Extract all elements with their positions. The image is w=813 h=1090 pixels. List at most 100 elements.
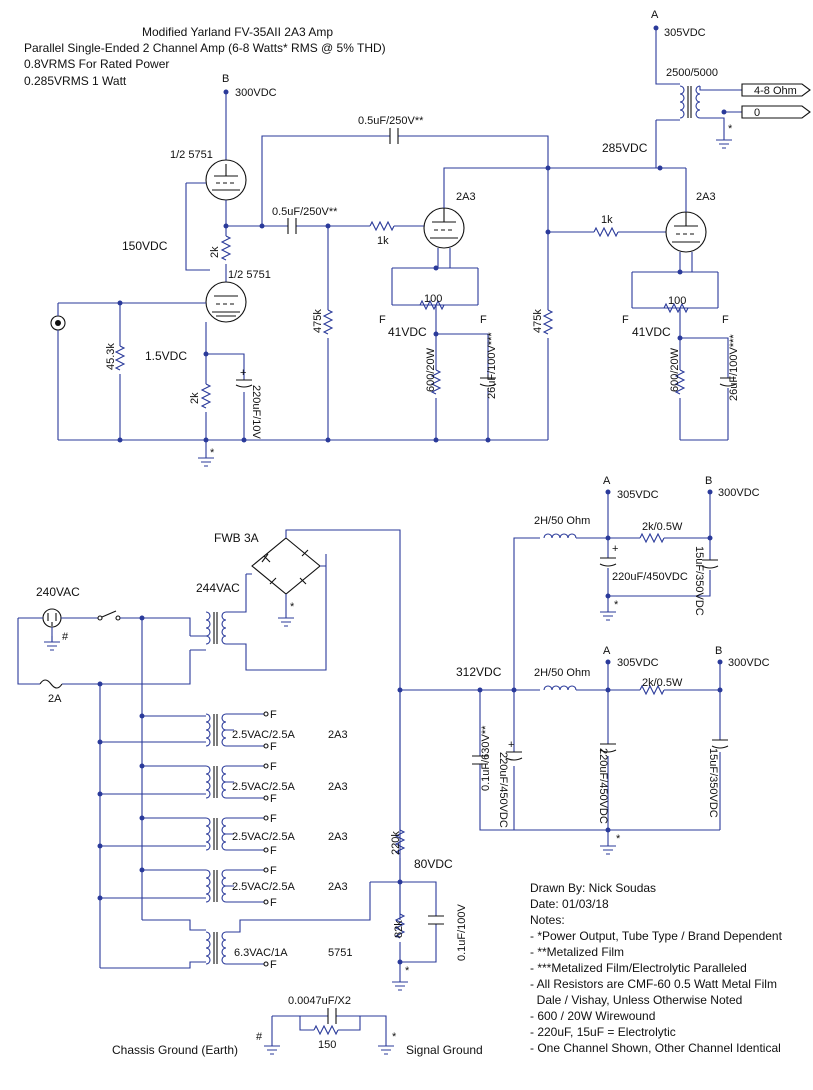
- cap-26uf-b: [719, 377, 737, 387]
- f-a-left: F: [379, 314, 386, 326]
- cap-0-5uf-top: [389, 128, 399, 144]
- c01-630-label: 0.1uF/630V**: [480, 725, 492, 791]
- lower-supply-star: *: [616, 833, 621, 845]
- v150-label: 150VDC: [122, 239, 168, 253]
- divider-ground: [391, 975, 409, 991]
- v1-upper-label: 1/2 5751: [170, 149, 213, 161]
- output-terminal-0[interactable]: [741, 105, 811, 119]
- out-zero-label: 0: [754, 107, 760, 119]
- header-line4: 0.285VRMS 1 Watt: [24, 74, 127, 88]
- htr-label: 6.3VAC/1A: [234, 947, 288, 959]
- mains-switch[interactable]: [101, 610, 117, 618]
- cap-26uf-a: [479, 377, 497, 387]
- r475-b-label: 475k: [532, 309, 544, 333]
- cap-15uf-350v-upper: [701, 559, 719, 569]
- cap-220uf-10v: [235, 379, 253, 388]
- c220-450-a-label: 220uF/450VDC: [497, 752, 509, 828]
- pot-100-b: [663, 302, 689, 314]
- v300-lower: 300VDC: [728, 657, 770, 669]
- resistor-2k-cathode: [201, 383, 211, 409]
- filament-transformer-3: [205, 815, 269, 853]
- fil4-tube: 2A3: [328, 881, 348, 893]
- header-line3: 0.8VRMS For Rated Power: [24, 57, 169, 71]
- v312-label: 312VDC: [456, 665, 502, 679]
- heater-transformer: [205, 931, 227, 965]
- signal-ground-label: Signal Ground: [406, 1043, 483, 1057]
- f-b-right: F: [722, 314, 729, 326]
- resistor-45k3: [115, 345, 125, 371]
- resistor-2k-0-5w-upper: [639, 533, 665, 543]
- cap-0-1uf-100v: [428, 915, 444, 925]
- signal-ground-star: *: [392, 1031, 397, 1043]
- choke-upper: [543, 533, 577, 539]
- notes-heading: Notes:: [530, 913, 565, 927]
- fil3-label: 2.5VAC/2.5A: [232, 831, 295, 843]
- r2k05-lower-label: 2k/0.5W: [642, 677, 683, 689]
- header-title: Modified Yarland FV-35AII 2A3 Amp: [142, 25, 333, 39]
- a-voltage: 305VDC: [664, 27, 706, 39]
- node-a-lower: A: [603, 645, 611, 657]
- cap-0-0047uf: [327, 1008, 337, 1024]
- r2k05-upper-label: 2k/0.5W: [642, 521, 683, 533]
- ot-label: 2500/5000: [666, 67, 718, 79]
- node-b-lower: B: [715, 645, 722, 657]
- node-b-upper: B: [705, 475, 712, 487]
- ot-ground-star: *: [728, 123, 733, 135]
- choke-lower: [543, 685, 577, 691]
- mains-hash: #: [62, 631, 69, 643]
- r150-label: 150: [318, 1039, 336, 1051]
- r1k-a-label: 1k: [377, 235, 389, 247]
- lower-supply-ground: [599, 839, 617, 855]
- v305-upper: 305VDC: [617, 489, 659, 501]
- note-item: - ***Metalized Film/Electrolytic Paralle…: [530, 961, 747, 975]
- resistor-1k-a: [369, 221, 395, 231]
- resistor-475k-a: [323, 309, 333, 335]
- c220-10-label: 220uF/10V: [250, 385, 262, 439]
- output-terminal-4-8ohm[interactable]: [741, 83, 811, 97]
- v80-label: 80VDC: [414, 857, 453, 871]
- svg-text:+: +: [612, 543, 618, 555]
- cap-15uf-350v-lower: [711, 739, 729, 749]
- f-a-right: F: [480, 314, 487, 326]
- note-item: - One Channel Shown, Other Channel Ident…: [530, 1041, 781, 1055]
- bridge-rectifier: [251, 537, 321, 595]
- node-a-label: A: [651, 9, 659, 21]
- pot-b-label: 100: [668, 295, 686, 307]
- tube-5751-upper-elements: [212, 164, 240, 191]
- c05-top-label: 0.5uF/250V**: [358, 115, 424, 127]
- c26-b-label: 26uF/100V***: [728, 334, 740, 401]
- cap-220uf-450v-c: [599, 557, 617, 567]
- c220-450-c-label: 220uF/450VDC: [612, 571, 688, 583]
- header-subtitle: Parallel Single-Ended 2 Channel Amp (6-8…: [24, 41, 386, 55]
- fuse-2a[interactable]: [39, 679, 63, 689]
- htr-f: F: [270, 959, 277, 971]
- c05-mid-label: 0.5uF/250V**: [272, 206, 338, 218]
- filament-transformer-1: [205, 711, 269, 749]
- note-item: Dale / Vishay, Unless Otherwise Noted: [530, 993, 742, 1007]
- v240-label: 240VAC: [36, 585, 80, 599]
- ot-ground: [715, 133, 733, 149]
- note-item: - 220uF, 15uF = Electrolytic: [530, 1025, 676, 1039]
- c15-lower-label: 15uF/350VDC: [707, 748, 719, 818]
- note-item: - All Resistors are CMF-60 0.5 Watt Meta…: [530, 977, 777, 991]
- fil1-label: 2.5VAC/2.5A: [232, 729, 295, 741]
- bridge-ground: [277, 611, 295, 627]
- r600-a-label: 600/20W: [425, 347, 437, 392]
- choke-upper-label: 2H/50 Ohm: [534, 515, 590, 527]
- fil2-label: 2.5VAC/2.5A: [232, 781, 295, 793]
- chassis-hash: #: [256, 1031, 263, 1043]
- fil4-label: 2.5VAC/2.5A: [232, 881, 295, 893]
- tube-2a3-b-label: 2A3: [696, 191, 716, 203]
- upper-supply-star: *: [614, 599, 619, 611]
- v1-lower-label: 1/2 5751: [228, 269, 271, 281]
- f-b-left: F: [622, 314, 629, 326]
- v305-lower: 305VDC: [617, 657, 659, 669]
- fwb-label: FWB 3A: [214, 531, 259, 545]
- chassis-ground-label: Chassis Ground (Earth): [112, 1043, 238, 1057]
- fil2-tube: 2A3: [328, 781, 348, 793]
- power-transformer: [205, 611, 227, 645]
- fil3-tube: 2A3: [328, 831, 348, 843]
- r82k-label: 82k: [393, 920, 405, 938]
- v1-upper-wires: [185, 182, 227, 271]
